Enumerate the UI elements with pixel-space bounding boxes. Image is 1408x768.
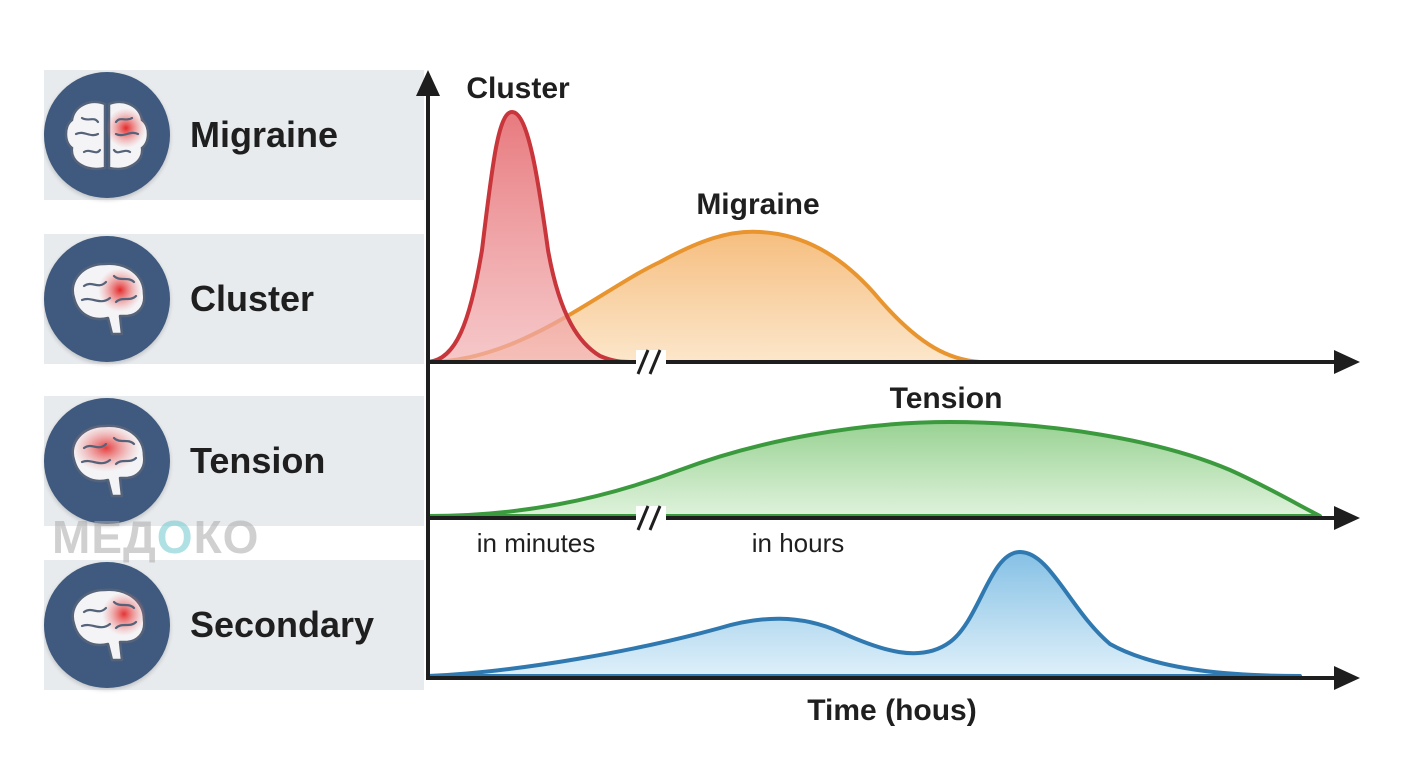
category-label: Tension [190, 440, 326, 481]
segment-label-minutes: in minutes [477, 528, 596, 558]
brain-front-icon [44, 72, 170, 198]
category-label: Secondary [190, 604, 375, 645]
x-axis-label: Time (hous) [807, 694, 976, 727]
area-secondary [426, 550, 1302, 678]
series-label-cluster: Cluster [466, 72, 570, 105]
brain-side-icon [44, 562, 170, 688]
brain-side-icon [44, 236, 170, 362]
category-row-tension: Tension [44, 396, 424, 526]
brain-side-icon [44, 398, 170, 524]
axis-break-mark [636, 349, 666, 531]
area-cluster [426, 110, 632, 364]
series-label-tension: Tension [890, 382, 1003, 415]
area-tension [426, 420, 1322, 518]
category-label: Migraine [190, 114, 339, 155]
category-row-cluster: Cluster [44, 234, 424, 364]
category-row-migraine: Migraine [44, 70, 424, 200]
category-label: Cluster [190, 278, 315, 319]
segment-label-hours: in hours [752, 528, 845, 558]
watermark-logo: МЕДОКО [52, 511, 260, 563]
category-row-secondary: Secondary [44, 560, 424, 690]
series-label-migraine: Migraine [696, 188, 819, 221]
axes [426, 94, 1340, 680]
axis-arrowheads [416, 70, 1360, 690]
